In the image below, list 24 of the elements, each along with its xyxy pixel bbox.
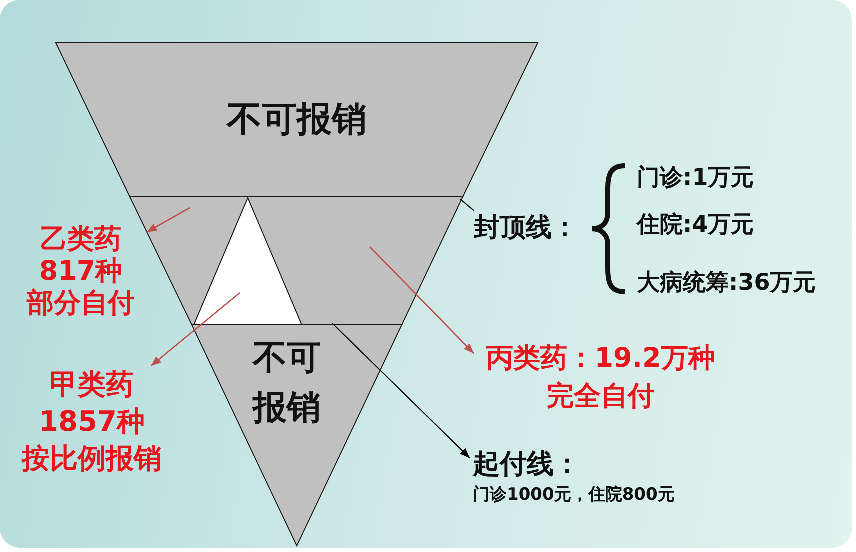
section-label: 不可报销 bbox=[251, 337, 322, 430]
trapezoid-band bbox=[56, 43, 538, 197]
drug-class-label: 甲类药 bbox=[50, 367, 134, 403]
cap-amount: 大病统筹:36万元 bbox=[637, 269, 816, 297]
payment-note: 部分自付 bbox=[27, 288, 135, 320]
leader-line bbox=[460, 198, 474, 212]
triangle-shape bbox=[192, 325, 402, 546]
leader-arrow bbox=[332, 322, 470, 459]
section-label: 不可报销 bbox=[227, 100, 367, 140]
cap-amount: 门诊:1万元 bbox=[637, 164, 754, 192]
leader-arrow bbox=[150, 292, 240, 367]
payment-note: 完全自付 bbox=[547, 380, 655, 414]
cap-heading: 封顶线： bbox=[474, 213, 578, 243]
payment-note: 按比例报销 bbox=[22, 441, 162, 477]
leader-arrow bbox=[370, 246, 474, 354]
drug-class-label: 乙类药 bbox=[40, 224, 122, 256]
triangle-shape bbox=[194, 198, 302, 325]
drug-class-label: 丙类药：19.2万种 bbox=[486, 342, 716, 376]
threshold-amounts: 门诊1000元，住院800元 bbox=[473, 484, 675, 506]
threshold-heading: 起付线： bbox=[473, 449, 581, 481]
cap-amount: 住院:4万元 bbox=[637, 211, 754, 239]
drug-count: 817种 bbox=[39, 256, 123, 288]
drug-count: 1857种 bbox=[39, 404, 145, 440]
leader-arrow bbox=[146, 207, 190, 233]
